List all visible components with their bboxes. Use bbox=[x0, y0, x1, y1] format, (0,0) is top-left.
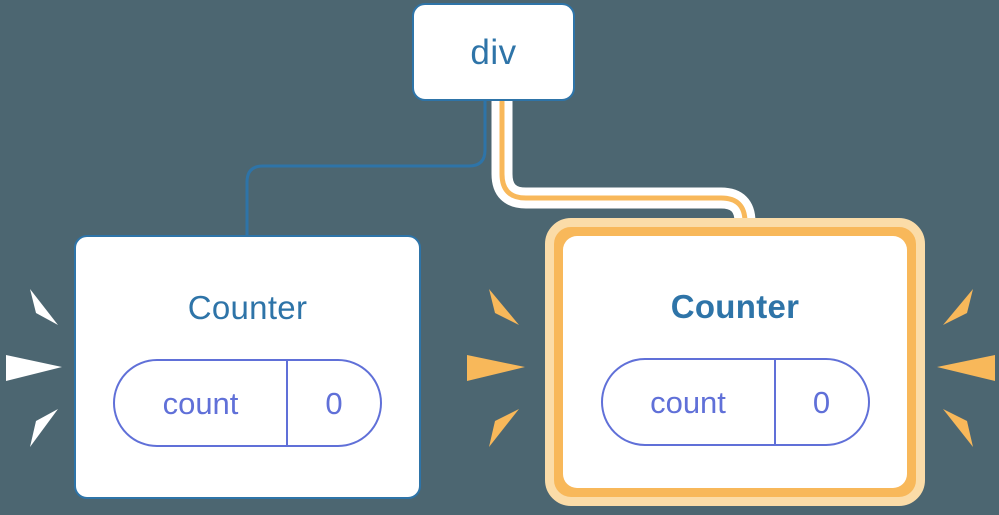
connector-root-to-right-counter bbox=[499, 101, 748, 252]
node-counter-left-title: Counter bbox=[187, 289, 308, 326]
spark-burst-left-white bbox=[6, 289, 62, 447]
spark-burst-right-counter-right bbox=[937, 289, 995, 447]
node-counter-left[interactable]: Counter count 0 bbox=[74, 235, 421, 499]
spark-ray-upper bbox=[943, 289, 973, 325]
spark-ray-middle bbox=[467, 355, 525, 381]
state-pill-key: count bbox=[650, 384, 726, 420]
connector-root-to-left-counter bbox=[245, 99, 487, 239]
spark-ray-upper bbox=[30, 289, 58, 325]
node-counter-right[interactable]: Counter count 0 bbox=[545, 218, 925, 506]
spark-ray-lower bbox=[30, 409, 58, 447]
spark-ray-middle bbox=[6, 355, 62, 381]
state-pill-counter-right: count 0 bbox=[600, 358, 870, 446]
state-pill-key: count bbox=[162, 385, 239, 421]
spark-burst-right-counter-left bbox=[467, 289, 525, 447]
state-pill-counter-left: count 0 bbox=[113, 359, 382, 447]
node-counter-right-body: Counter count 0 bbox=[563, 236, 907, 488]
node-counter-right-title: Counter bbox=[670, 288, 800, 325]
state-pill-value: 0 bbox=[773, 360, 868, 444]
node-div-label: div bbox=[470, 32, 517, 72]
spark-ray-lower bbox=[943, 409, 973, 447]
spark-ray-lower bbox=[489, 409, 519, 447]
node-div[interactable]: div bbox=[412, 3, 575, 101]
spark-ray-middle bbox=[937, 355, 995, 381]
spark-ray-upper bbox=[489, 289, 519, 325]
state-pill-value: 0 bbox=[286, 361, 380, 445]
